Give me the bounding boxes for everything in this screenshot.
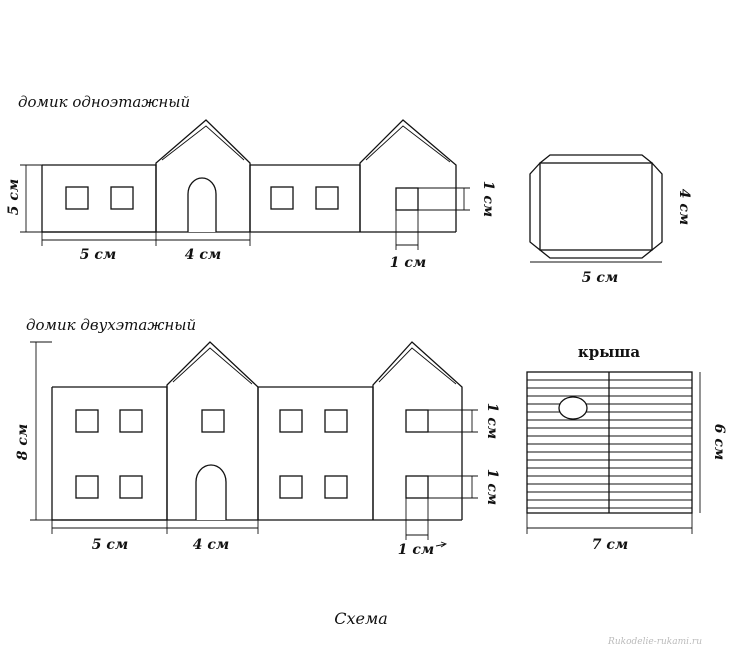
window [279, 409, 303, 433]
window [75, 475, 99, 499]
roof-two-width-label: 7 см [592, 537, 628, 553]
window [270, 186, 294, 210]
window [75, 409, 99, 433]
diagram-caption: Схема [334, 609, 388, 628]
one-story-windows [65, 177, 419, 232]
window [119, 475, 143, 499]
window [279, 475, 303, 499]
two-story-outline [51, 341, 463, 521]
roof-two-outline [526, 371, 693, 514]
roof-one-dimensions: 5 см 4 см [530, 189, 692, 286]
two-story-height-label: 8 см [15, 424, 31, 460]
window [405, 409, 429, 433]
one-story-title: домик одноэтажный [18, 93, 190, 111]
door [187, 177, 217, 232]
two-story-title: домик двухэтажный [26, 316, 196, 334]
roof-one-height-label: 4 см [676, 189, 692, 225]
two-story-side-width-label: 5 см [92, 537, 128, 553]
roof-hole [558, 396, 588, 420]
window [395, 187, 419, 211]
door [195, 464, 227, 520]
window [324, 409, 348, 433]
two-story-window-below-label: 1 см [398, 542, 434, 558]
roof-two-height-label: 6 см [711, 424, 727, 460]
two-story-windows [75, 409, 429, 520]
two-story-window-bottom-label: 1 см [484, 469, 500, 505]
roof-one-width-label: 5 см [582, 270, 618, 286]
two-story-window-top-label: 1 см [484, 403, 500, 439]
roof-two-dimensions: 7 см 6 см [526, 372, 727, 553]
two-story-dimensions: 8 см 5 см 4 см 1 см 1 см 1 см [15, 341, 500, 558]
window [65, 186, 89, 210]
one-story-window-label: 1 см [480, 181, 496, 217]
arrow-icon [435, 541, 448, 548]
one-story-height-label: 5 см [6, 179, 22, 215]
window [405, 475, 429, 499]
window [201, 409, 225, 433]
one-story-window-below-label: 1 см [390, 255, 426, 271]
one-story-side-width-label: 5 см [80, 247, 116, 263]
two-story-center-width-label: 4 см [193, 537, 229, 553]
window [110, 186, 134, 210]
one-story-outline [41, 119, 457, 233]
roof-one-outline [529, 154, 663, 259]
roof-two-title: крыша [578, 343, 640, 361]
window [119, 409, 143, 433]
watermark: Rukodelie-rukami.ru [607, 637, 702, 647]
window [324, 475, 348, 499]
one-story-dimensions: 5 см 5 см 4 см 1 см 1 см [6, 164, 496, 271]
window [315, 186, 339, 210]
one-story-center-width-label: 4 см [185, 247, 221, 263]
